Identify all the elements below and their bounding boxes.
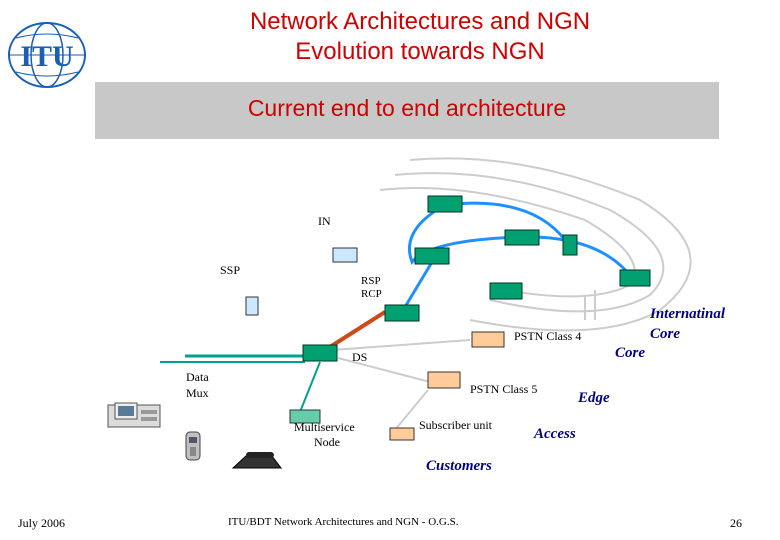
title-line-1: Network Architectures and NGN [249,8,591,35]
link-ds-ms [299,361,321,413]
core-node-top [427,195,463,213]
computer-icon [107,402,161,428]
customers-label: Customers [426,458,492,474]
multiservice-label-2: Node [314,435,340,449]
subtitle-banner [95,82,719,139]
itu-logo: ITU [8,22,86,88]
multiservice-node [289,409,321,424]
ring-inner [379,187,636,298]
data-mux-label-1: Data [186,370,209,384]
multiservice-label-1: Multiservice [294,420,355,434]
rcp-label: RCP [361,288,382,300]
mobile-phone-icon [185,431,201,461]
footer-center: ITU/BDT Network Architectures and NGN - … [228,516,459,528]
in-label: IN [318,214,331,228]
subscriber-label: Subscriber unit [419,418,492,432]
ds-node [302,344,338,362]
ssp-node [245,296,259,316]
in-node [332,247,358,263]
footer-date: July 2006 [18,516,66,530]
page-number: 26 [730,516,742,530]
core-node-right-a [504,229,540,246]
core-label: Core [615,345,645,361]
rsp-label: RSP [361,275,381,287]
core-node-left [414,247,450,265]
pstn5-label: PSTN Class 5 [470,382,538,396]
ring-outer [409,157,692,332]
international-label-2: Core [650,326,680,342]
core-node-bottom [489,282,523,300]
pstn4-node [471,331,505,348]
access-label: Access [534,426,576,442]
ds-label: DS [352,350,368,364]
ring-middle [394,172,665,313]
edge-label: Edge [578,390,610,406]
rsp-rcp-node [384,304,420,322]
logo-text: ITU [20,40,73,73]
title-line-2: Evolution towards NGN [295,38,545,65]
desk-phone-icon [231,452,282,469]
link-ds-pstn5 [337,357,431,383]
subtitle: Current end to end architecture [247,95,567,121]
link-rsp-rcp [400,261,434,313]
core-ring-blue [407,203,634,279]
ssp-label: SSP [220,263,241,277]
core-node-far-right [619,269,651,287]
pstn5-node [427,371,461,389]
pstn4-label: PSTN Class 4 [514,329,582,343]
core-node-right-b [562,234,578,256]
subscriber-node [389,427,415,441]
core-link-blue [444,201,567,241]
international-label-1: Internatinal [650,306,726,322]
data-mux-label-2: Mux [186,386,209,400]
